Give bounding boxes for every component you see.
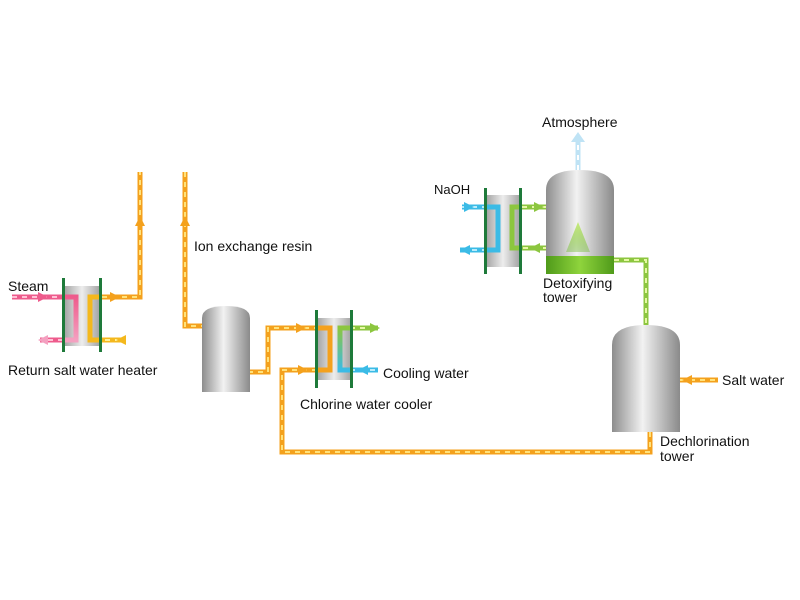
resin-to-cooler-line bbox=[248, 325, 318, 375]
atmosphere-label: Atmosphere bbox=[542, 114, 618, 130]
heater-in-arrow bbox=[116, 335, 126, 345]
cooler-bottom-arrow bbox=[298, 365, 308, 375]
return-line-up bbox=[92, 172, 143, 300]
ion-exchange-resin-label: Ion exchange resin bbox=[194, 238, 312, 254]
naoh-out-arrow bbox=[460, 245, 470, 255]
cooling-water-in-arrow bbox=[358, 365, 368, 375]
chlorine-water-cooler-label: Chlorine water cooler bbox=[300, 396, 433, 412]
detoxifying-tower-label-line2: tower bbox=[543, 289, 578, 305]
chlorine-water-cooler bbox=[315, 310, 353, 388]
atmosphere-vent bbox=[571, 132, 585, 170]
naoh-in-arrow bbox=[464, 202, 474, 212]
cooling-water-pipes bbox=[337, 204, 501, 373]
return-up-arrow bbox=[135, 216, 145, 226]
dechlorination-tower-label-line2: tower bbox=[660, 448, 695, 464]
steam-in-arrow bbox=[38, 292, 48, 302]
return-salt-water-heater bbox=[62, 278, 102, 352]
salt-water-in-arrow bbox=[682, 375, 692, 385]
detox-out-arrow bbox=[530, 243, 540, 253]
flow-arrows bbox=[38, 202, 692, 385]
steam-out-arrow bbox=[38, 335, 48, 345]
ion-exchange-resin-vessel bbox=[202, 306, 250, 392]
cooler-in-arrow bbox=[296, 323, 306, 333]
naoh-label: NaOH bbox=[434, 182, 470, 197]
detox-in-arrow bbox=[534, 202, 544, 212]
cooling-water-label: Cooling water bbox=[383, 365, 469, 381]
return-salt-water-heater-label: Return salt water heater bbox=[8, 362, 158, 378]
dechlorination-return-line bbox=[279, 367, 653, 455]
chlorine-out-arrow bbox=[370, 323, 380, 333]
dechlorination-tower bbox=[612, 325, 680, 432]
steam-label: Steam bbox=[8, 278, 48, 294]
dechlorination-tower-label-line1: Dechlorination bbox=[660, 433, 750, 449]
naoh-heat-exchanger bbox=[484, 188, 522, 274]
heater-out-arrow bbox=[110, 292, 120, 302]
detoxifying-tower-label-line1: Detoxifying bbox=[543, 275, 612, 291]
detoxifying-tower bbox=[546, 170, 614, 274]
resin-up-arrow bbox=[180, 216, 190, 226]
spray-cone bbox=[566, 222, 590, 252]
salt-water-pipes bbox=[87, 172, 718, 455]
salt-water-label: Salt water bbox=[722, 372, 785, 388]
